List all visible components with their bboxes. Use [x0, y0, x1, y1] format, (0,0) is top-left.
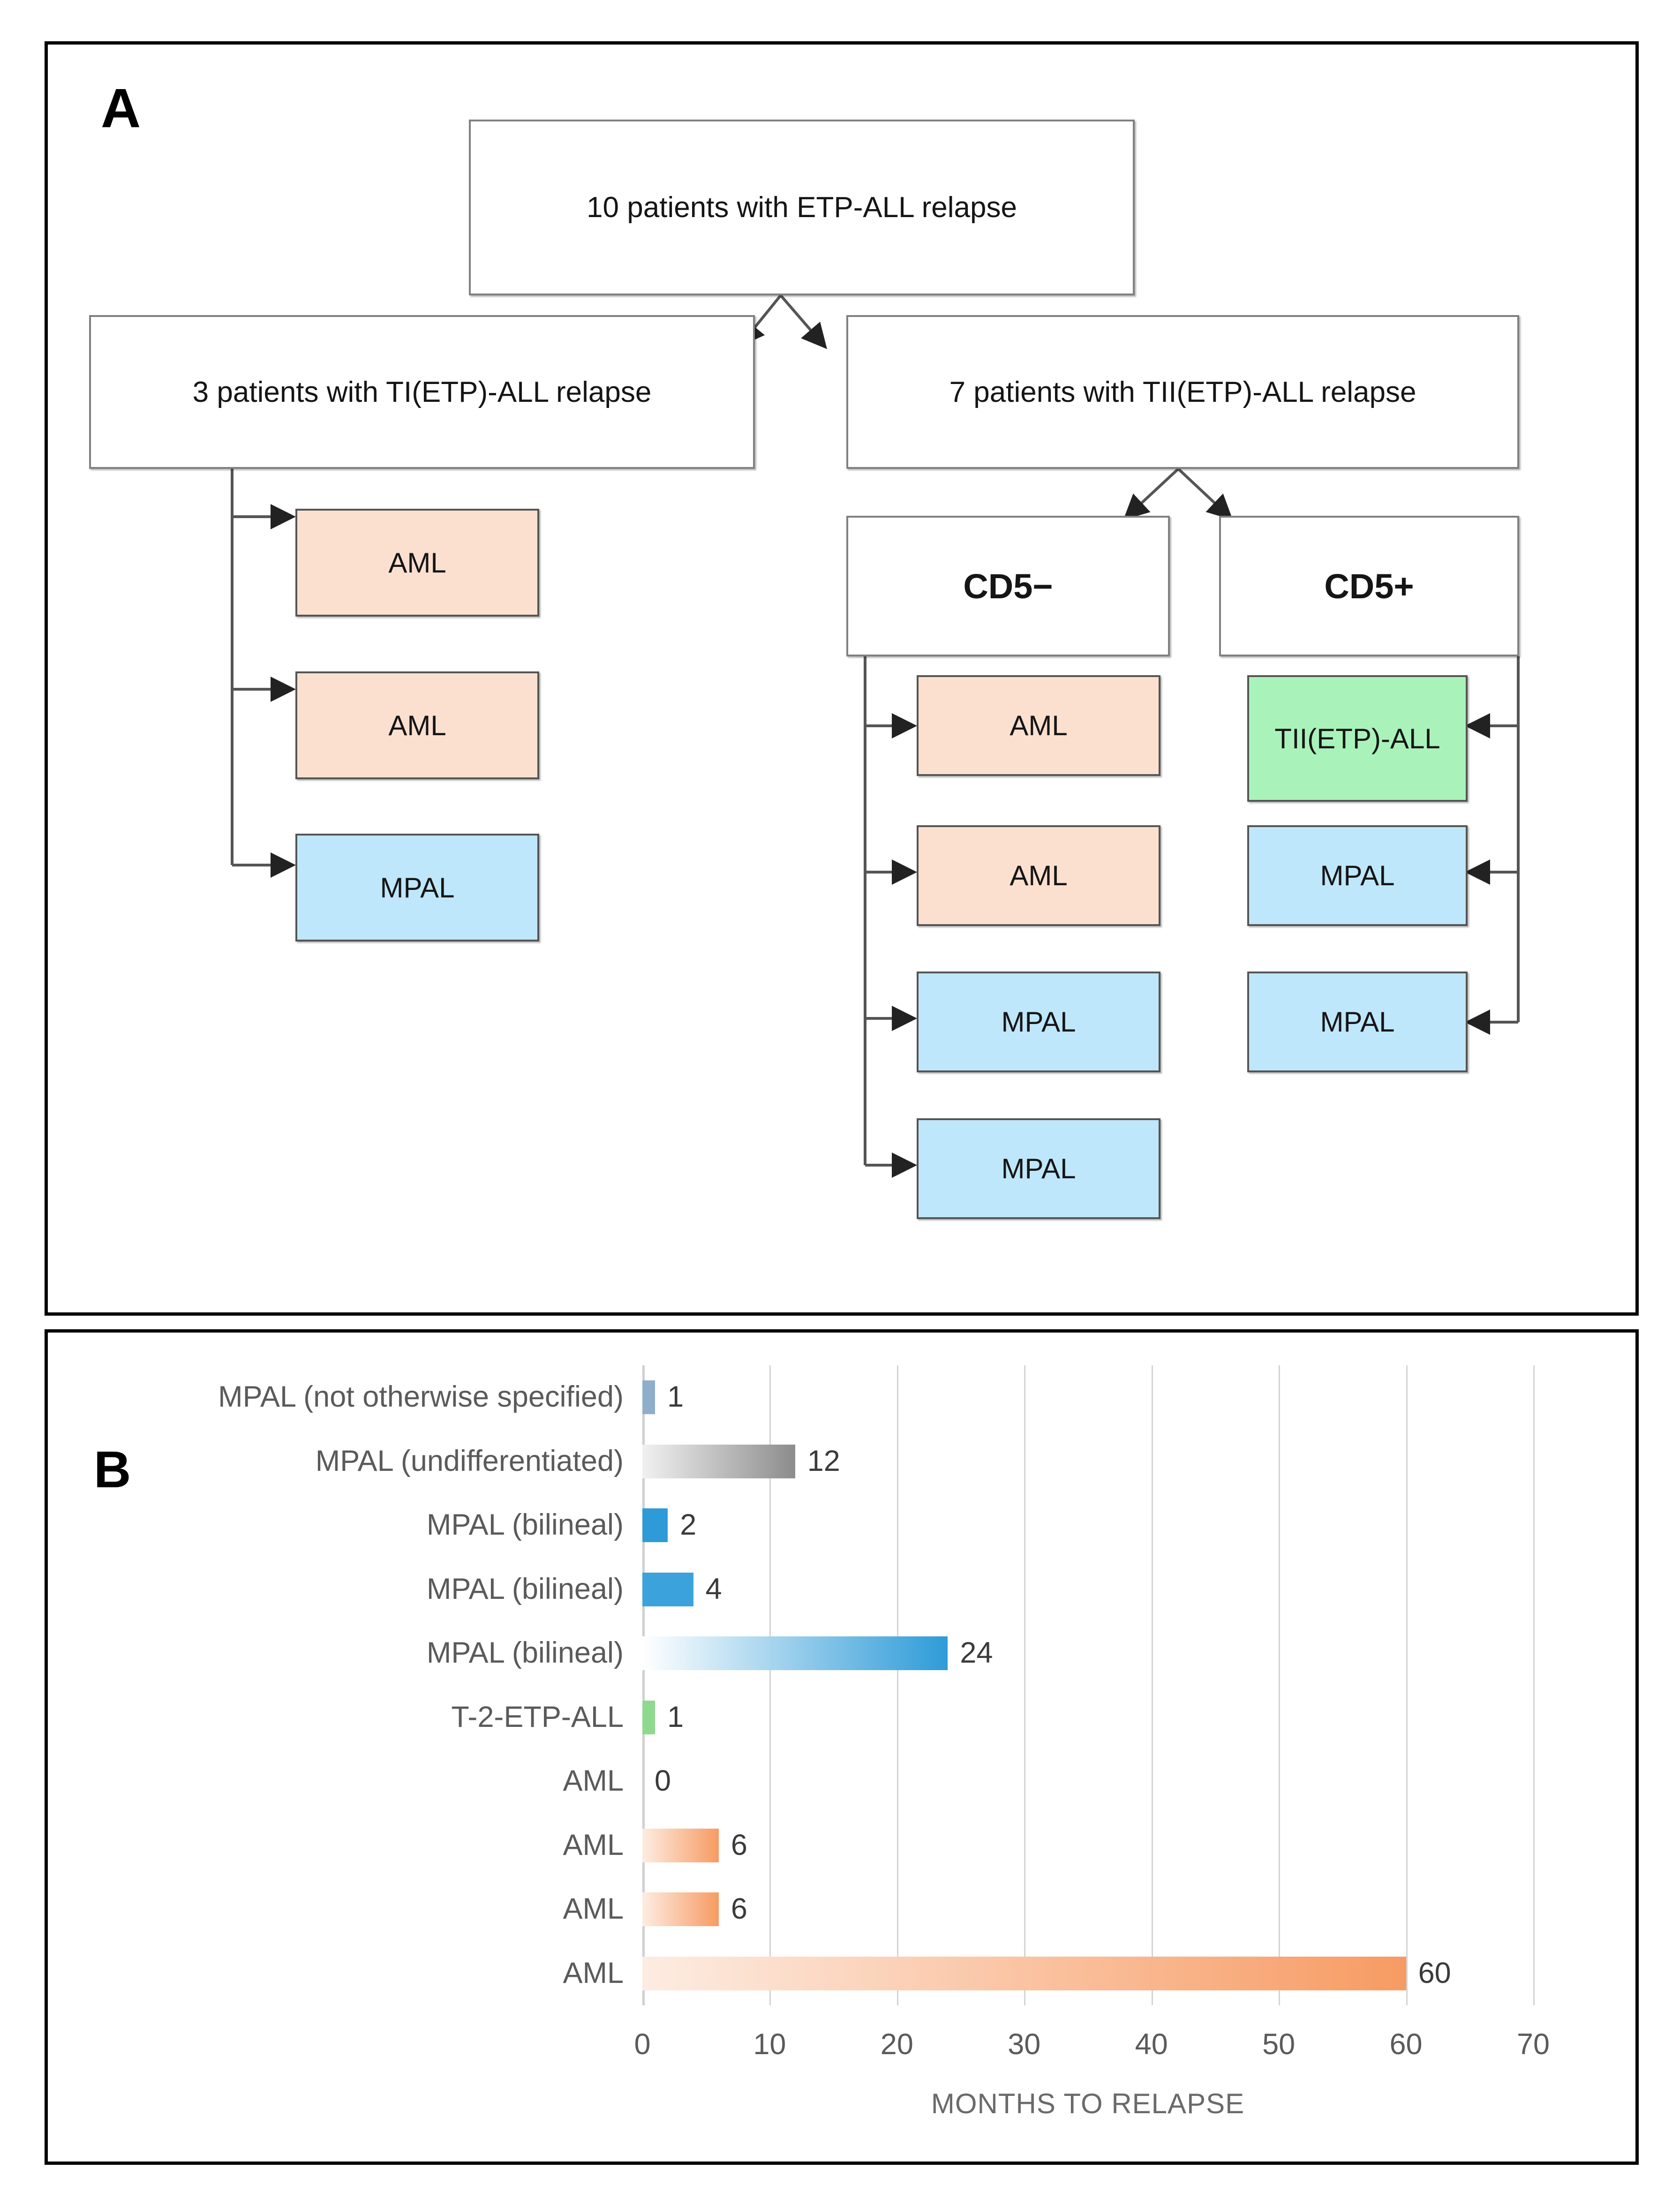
flow-box-cd5-positive: CD5+: [1219, 516, 1519, 656]
outcome-box-label: AML: [388, 547, 446, 579]
panel-a-letter: A: [101, 77, 141, 139]
outcome-box: TII(ETP)-ALL: [1247, 675, 1468, 802]
category-label: MPAL (undifferentiated): [315, 1444, 624, 1477]
outcome-box: AML: [917, 825, 1160, 926]
flow-box-branch-tii: 7 patients with TII(ETP)-ALL relapse: [846, 315, 1519, 469]
bar: [642, 1572, 693, 1606]
relapse-bar-chart: MPAL (not otherwise specified) MPAL (undi…: [70, 1350, 1618, 2147]
tick-label: 30: [1008, 2028, 1041, 2061]
x-axis-title: MONTHS TO RELAPSE: [931, 2088, 1245, 2119]
category-label: MPAL (bilineal): [426, 1508, 624, 1542]
bar: [642, 1892, 719, 1927]
flow-box-cd5-negative-label: CD5−: [963, 566, 1053, 606]
category-label: AML: [563, 1956, 624, 1989]
tick-label: 20: [880, 2028, 913, 2061]
panel-b-letter: B: [94, 1441, 131, 1499]
outcome-box-label: AML: [388, 709, 446, 741]
flow-box-root: 10 patients with ETP-ALL relapse: [469, 120, 1135, 295]
bar-value-label: 1: [667, 1380, 684, 1414]
tick-label: 0: [634, 2028, 651, 2061]
bar: [642, 1380, 655, 1415]
tick-label: 40: [1135, 2028, 1168, 2061]
bar: [642, 1956, 1406, 1990]
gridline: [1024, 1365, 1026, 2005]
tick-label: 70: [1516, 2028, 1550, 2061]
panel-b-frame: [45, 1329, 1639, 2165]
bar-value-label: 60: [1418, 1956, 1451, 1989]
outcome-box: MPAL: [917, 1118, 1160, 1219]
tick-label: 50: [1262, 2028, 1296, 2061]
tick-label: 60: [1389, 2028, 1423, 2061]
outcome-box: MPAL: [917, 972, 1160, 1072]
outcome-box: AML: [295, 509, 539, 617]
gridline: [1279, 1365, 1281, 2005]
outcome-box: AML: [917, 675, 1160, 776]
outcome-box: AML: [295, 671, 539, 779]
bar-value-label: 4: [705, 1572, 722, 1605]
gridline: [897, 1365, 898, 2005]
bar-value-label: 1: [667, 1700, 684, 1733]
tick-label: 10: [753, 2028, 786, 2061]
outcome-box-label: AML: [1010, 710, 1068, 741]
bar: [642, 1636, 948, 1671]
category-label: T-2-ETP-ALL: [451, 1700, 624, 1733]
flow-box-branch-ti: 3 patients with TI(ETP)-ALL relapse: [89, 315, 755, 469]
outcome-box: MPAL: [1247, 972, 1468, 1072]
outcome-box: MPAL: [295, 834, 539, 942]
gridline: [1533, 1365, 1535, 2005]
outcome-box-label: MPAL: [1001, 1006, 1076, 1038]
gridline: [769, 1365, 771, 2005]
category-label: AML: [563, 1892, 624, 1926]
bar: [642, 1444, 795, 1478]
outcome-box-label: MPAL: [1320, 1006, 1395, 1038]
outcome-box-label: MPAL: [1001, 1153, 1076, 1184]
flow-box-cd5-negative: CD5−: [846, 516, 1170, 656]
bar-value-label: 6: [731, 1892, 747, 1926]
category-label: AML: [563, 1828, 624, 1861]
bar-value-label: 12: [807, 1444, 840, 1477]
value-axis-line: [642, 1365, 645, 2005]
outcome-box-label: MPAL: [1320, 860, 1395, 891]
flow-box-root-label: 10 patients with ETP-ALL relapse: [587, 191, 1017, 224]
gridline: [1151, 1365, 1153, 2005]
category-label: MPAL (bilineal): [426, 1572, 624, 1605]
outcome-box-label: TII(ETP)-ALL: [1274, 723, 1440, 754]
outcome-box-label: MPAL: [380, 872, 455, 904]
bar: [642, 1700, 655, 1734]
bar: [642, 1508, 668, 1543]
outcome-box-label: AML: [1010, 860, 1068, 891]
flow-box-branch-tii-label: 7 patients with TII(ETP)-ALL relapse: [949, 376, 1416, 408]
flow-box-cd5-positive-label: CD5+: [1324, 566, 1414, 606]
bar-value-label: 6: [731, 1828, 747, 1861]
category-label: AML: [563, 1764, 624, 1798]
bar-value-label: 0: [655, 1764, 671, 1798]
category-label: MPAL (not otherwise specified): [218, 1380, 624, 1414]
outcome-box: MPAL: [1247, 825, 1468, 926]
bar: [642, 1828, 719, 1862]
bar-value-label: 2: [680, 1508, 697, 1542]
flow-box-branch-ti-label: 3 patients with TI(ETP)-ALL relapse: [192, 376, 652, 408]
gridline: [1406, 1365, 1408, 2005]
bar-value-label: 24: [960, 1636, 993, 1670]
category-label: MPAL (bilineal): [426, 1636, 624, 1670]
